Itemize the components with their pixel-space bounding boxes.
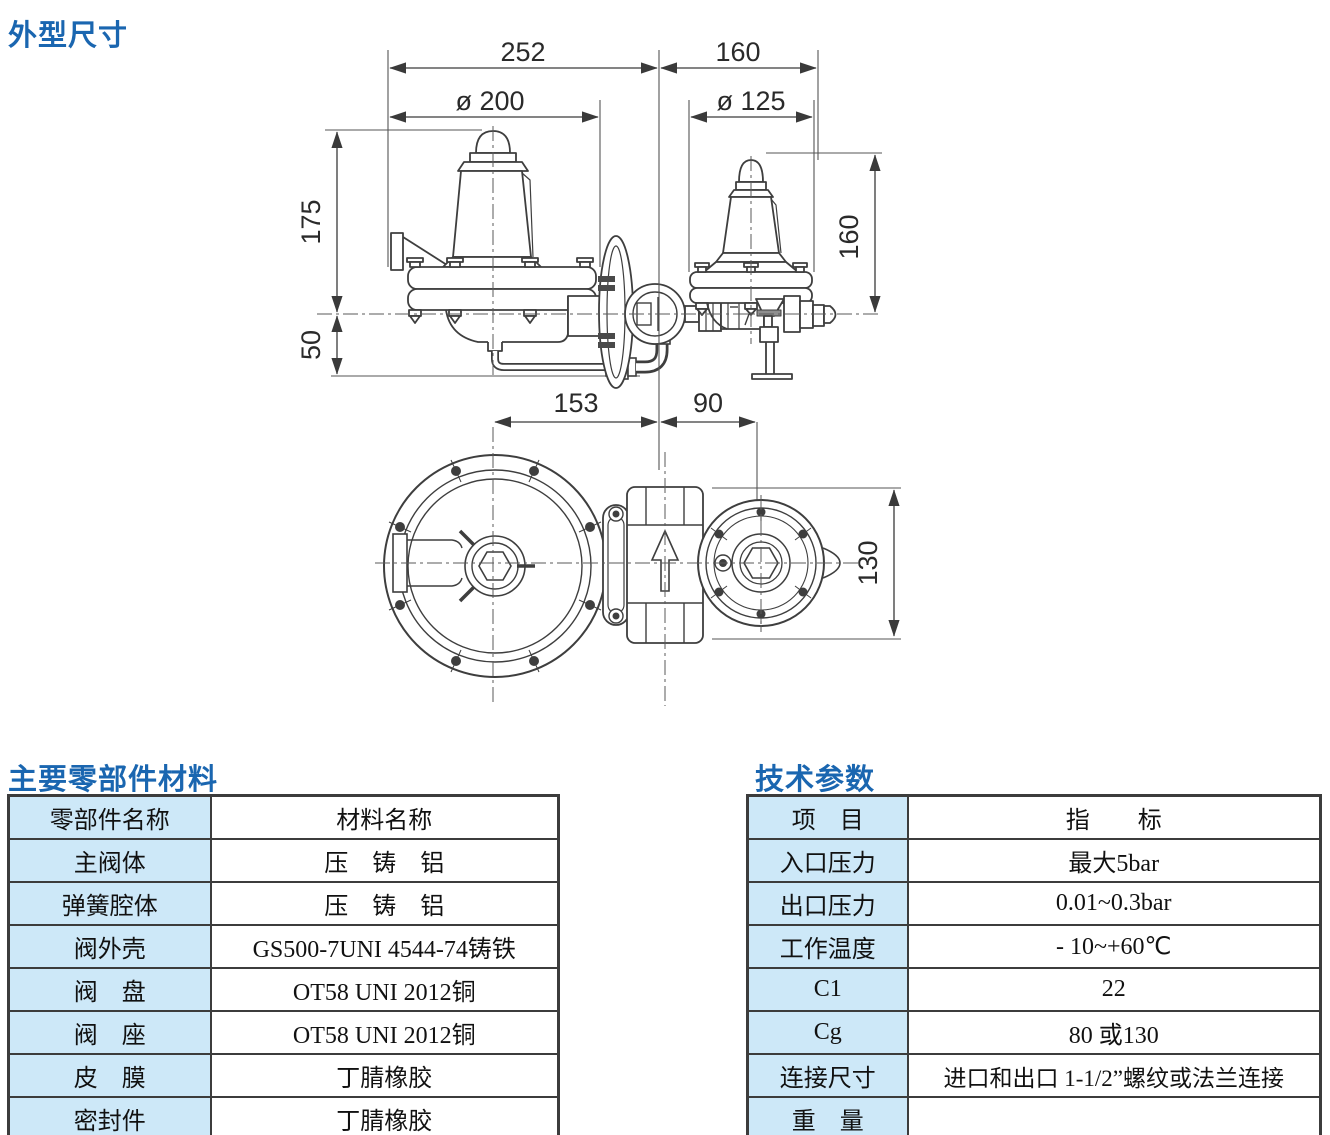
table-row: 零部件名称 材料名称: [7, 794, 560, 840]
table-row: 皮 膜 丁腈橡胶: [7, 1053, 560, 1098]
page-title: 外型尺寸: [8, 20, 129, 52]
side-view-large-regulator: [390, 130, 601, 352]
materials-row-part: 主阀体: [7, 838, 212, 883]
materials-header-part: 零部件名称: [7, 794, 212, 840]
table-row: 阀外壳 GS500-7UNI 4544-74铸铁: [7, 924, 560, 969]
dim-130: 130: [853, 540, 883, 585]
table-row: 阀 座 OT58 UNI 2012铜: [7, 1010, 560, 1055]
specs-row-item: 连接尺寸: [746, 1053, 909, 1098]
specs-row-item: 出口压力: [746, 881, 909, 926]
dim-175: 175: [296, 199, 326, 244]
materials-row-material: OT58 UNI 2012铜: [209, 967, 560, 1012]
materials-row-part: 密封件: [7, 1096, 212, 1135]
materials-row-material: GS500-7UNI 4544-74铸铁: [209, 924, 560, 969]
specs-row-item: 工作温度: [746, 924, 909, 969]
table-row: 密封件 丁腈橡胶: [7, 1096, 560, 1135]
table-row: 弹簧腔体 压 铸 铝: [7, 881, 560, 926]
materials-row-material: 丁腈橡胶: [209, 1096, 560, 1135]
materials-row-part: 阀外壳: [7, 924, 212, 969]
specs-section-title: 技术参数: [755, 764, 876, 796]
dimension-drawing: 252 160 ø 200 ø 125 175 50 160 153 90 13…: [296, 37, 901, 706]
dim-dia125: ø 125: [716, 86, 785, 116]
specs-row-value: 22: [906, 967, 1322, 1012]
specs-row-item: 入口压力: [746, 838, 909, 883]
materials-table: 零部件名称 材料名称 主阀体 压 铸 铝 弹簧腔体 压 铸 铝 阀外壳 GS50…: [7, 794, 560, 1135]
materials-row-part: 弹簧腔体: [7, 881, 212, 926]
dim-160-right: 160: [834, 214, 864, 259]
dim-90: 90: [693, 388, 723, 418]
dim-50: 50: [296, 330, 326, 360]
dim-160-top: 160: [715, 37, 760, 67]
table-row: 入口压力 最大5bar: [746, 838, 1322, 883]
specs-row-item: C1: [746, 967, 909, 1012]
dimension-lines: [331, 62, 900, 637]
materials-row-part: 皮 膜: [7, 1053, 212, 1098]
specs-row-value: 最大5bar: [906, 838, 1322, 883]
table-row: 重 量: [746, 1096, 1322, 1135]
specs-row-value: 进口和出口 1-1/2”螺纹或法兰连接: [906, 1053, 1322, 1098]
materials-row-material: 压 铸 铝: [209, 881, 560, 926]
table-row: 连接尺寸 进口和出口 1-1/2”螺纹或法兰连接: [746, 1053, 1322, 1098]
table-row: 工作温度 - 10~+60℃: [746, 924, 1322, 969]
materials-section-title: 主要零部件材料: [8, 764, 219, 796]
materials-row-part: 阀 盘: [7, 967, 212, 1012]
table-row: 出口压力 0.01~0.3bar: [746, 881, 1322, 926]
table-row: 主阀体 压 铸 铝: [7, 838, 560, 883]
specs-row-value: 80 或130: [906, 1010, 1322, 1055]
materials-header-material: 材料名称: [209, 794, 560, 840]
specs-row-item: 重 量: [746, 1096, 909, 1135]
specs-table: 项 目 指 标 入口压力 最大5bar 出口压力 0.01~0.3bar 工作温…: [746, 794, 1322, 1135]
materials-row-material: 丁腈橡胶: [209, 1053, 560, 1098]
specs-row-item: Cg: [746, 1010, 909, 1055]
dim-dia200: ø 200: [455, 86, 524, 116]
bottom-view-gasket: [602, 504, 630, 626]
flange-nuts-bottom: [408, 309, 592, 324]
table-row: C1 22: [746, 967, 1322, 1012]
table-row: Cg 80 或130: [746, 1010, 1322, 1055]
specs-header-item: 项 目: [746, 794, 909, 840]
materials-row-part: 阀 座: [7, 1010, 212, 1055]
flange-bolts-top: [406, 257, 594, 268]
specs-row-value: [906, 1096, 1322, 1135]
centerlines: [317, 126, 882, 706]
dimension-labels: 252 160 ø 200 ø 125 175 50 160 153 90 13…: [296, 37, 883, 586]
specs-row-value: 0.01~0.3bar: [906, 881, 1322, 926]
extension-lines: [325, 50, 901, 640]
specs-row-value: - 10~+60℃: [906, 924, 1322, 969]
materials-row-material: OT58 UNI 2012铜: [209, 1010, 560, 1055]
table-row: 项 目 指 标: [746, 794, 1322, 840]
hub-spokes: [458, 529, 535, 603]
bottom-view-large-housing: [383, 454, 607, 678]
specs-header-value: 指 标: [906, 794, 1322, 840]
table-row: 阀 盘 OT58 UNI 2012铜: [7, 967, 560, 1012]
bolt-ticks: [388, 459, 602, 673]
dim-153: 153: [553, 388, 598, 418]
dim-252: 252: [500, 37, 545, 67]
bottom-view: [383, 454, 841, 678]
materials-row-material: 压 铸 铝: [209, 838, 560, 883]
